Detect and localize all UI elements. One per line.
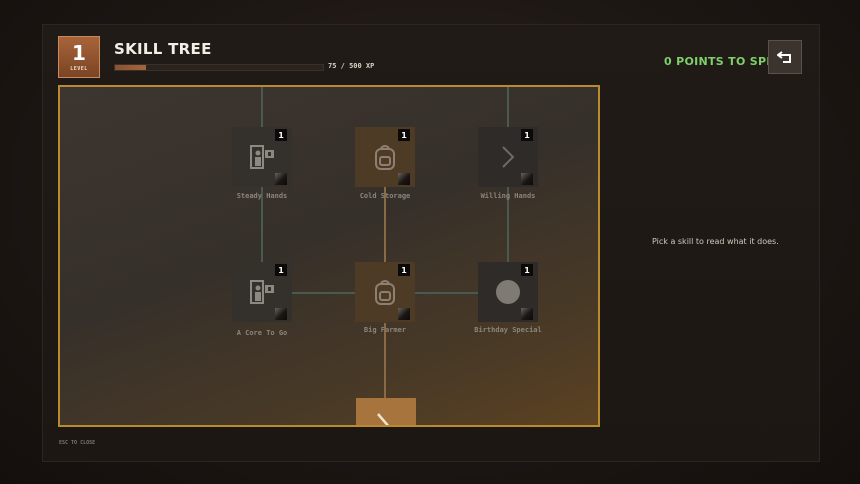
skill-label: Birthday Special (474, 326, 542, 334)
xp-text: 75 / 500 XP (328, 62, 375, 70)
return-arrow-icon (777, 51, 791, 63)
skill-links (261, 87, 509, 398)
skill-corner (275, 308, 287, 320)
cooler-figure-icon (250, 145, 274, 169)
xp-progress-fill (115, 65, 147, 70)
skill-corner (521, 308, 533, 320)
page-title: SKILL TREE (114, 40, 212, 58)
level-badge: 1 LEVEL (58, 36, 100, 78)
skill-node-bottom[interactable] (356, 398, 416, 425)
skill-node-a-core-to-go[interactable]: 1 (232, 262, 292, 322)
skill-rank-badge: 1 (275, 264, 287, 276)
skill-rank-badge: 1 (275, 129, 287, 141)
esc-hint: ESC TO CLOSE (59, 440, 96, 446)
skill-label: Steady Hands (236, 192, 288, 200)
skill-rank-badge: 1 (398, 264, 410, 276)
skill-rank-badge: 1 (521, 129, 533, 141)
skill-label: A Core To Go (236, 329, 288, 337)
skill-label: Willing Hands (480, 192, 536, 200)
skill-node-willing-hands[interactable]: 1 (478, 127, 538, 187)
xp-progress-bar (114, 64, 324, 71)
skill-corner (398, 173, 410, 185)
backpack-icon (375, 145, 395, 170)
skill-label: Cold Storage (359, 192, 411, 200)
level-label: LEVEL (70, 65, 88, 72)
level-number: 1 (72, 40, 86, 65)
backpack-icon (375, 280, 395, 305)
skill-rank-badge: 1 (521, 264, 533, 276)
skill-node-big-farmer[interactable]: 1 (355, 262, 415, 322)
skill-rank-badge: 1 (398, 129, 410, 141)
skill-label: Big Farmer (363, 326, 407, 334)
skill-tree-canvas[interactable]: 1 Steady Hands 1 Cold Storage 1 Willing … (58, 85, 600, 427)
skill-node-cold-storage[interactable]: 1 (355, 127, 415, 187)
points-to-spend: 0 POINTS TO SPEND (664, 55, 794, 68)
skill-description-hint: Pick a skill to read what it does. (652, 237, 779, 246)
skill-node-birthday-special[interactable]: 1 (478, 262, 538, 322)
skill-node-steady-hands[interactable]: 1 (232, 127, 292, 187)
skill-corner (275, 173, 287, 185)
chevron-right-icon (502, 146, 515, 168)
skill-corner (398, 308, 410, 320)
slash-icon (377, 413, 390, 425)
back-button[interactable] (768, 40, 802, 74)
circle-icon (496, 280, 520, 304)
cooler-figure-icon (250, 280, 274, 304)
skill-corner (521, 173, 533, 185)
